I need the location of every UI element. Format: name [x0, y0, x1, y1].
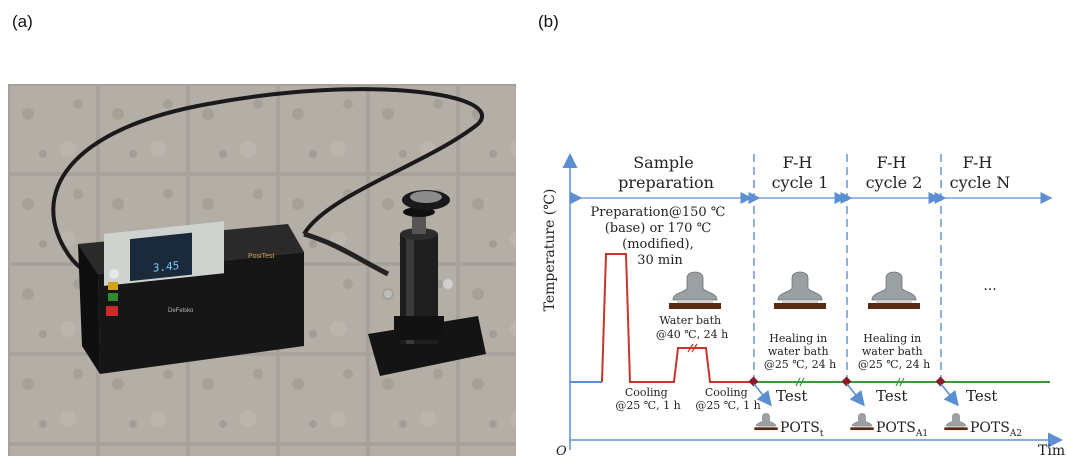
- device-brand-text: PosiTest: [248, 253, 275, 260]
- continuation-ellipsis: ...: [983, 278, 996, 294]
- test-arrow: [940, 383, 959, 407]
- tester-device: 3.45 PosiTest DeFelsko: [78, 221, 304, 374]
- actuator-assembly: [368, 190, 486, 376]
- preparation-note: Preparation@150 ℃ (base) or 170 ℃ (modif…: [591, 205, 730, 268]
- pots-label: POTSt: [780, 420, 824, 439]
- preparation-temperature-line: [601, 253, 750, 383]
- pots-label: POTSA2: [970, 420, 1022, 439]
- device-button: [108, 282, 118, 290]
- stub-icon-small: [944, 413, 968, 431]
- stub-icon: [668, 271, 722, 310]
- stub-icon: [773, 271, 827, 310]
- stub-icon-small: [850, 413, 874, 431]
- test-label: Test: [966, 387, 997, 405]
- test-point-marker: [935, 376, 946, 387]
- panel-label-b: (b): [538, 12, 559, 31]
- test-arrow: [846, 383, 865, 407]
- power-button: [106, 306, 118, 316]
- stub-icon-small: [754, 413, 778, 431]
- y-axis-label: Temperature (℃): [542, 189, 558, 312]
- test-label: Test: [776, 387, 807, 405]
- healing-note: Healing in water bath @25 ℃, 24 h: [858, 332, 930, 371]
- healing-note: Healing in water bath @25 ℃, 24 h: [764, 332, 836, 371]
- device-button: [108, 293, 118, 301]
- test-point-marker: [748, 376, 759, 387]
- panel-label-a: (a): [12, 12, 33, 31]
- stage-heading: Sample preparation: [618, 153, 714, 192]
- pots-label: POTSA1: [876, 420, 928, 439]
- stage-heading: F-H cycle 1: [772, 153, 829, 192]
- x-axis-label: Time: [1038, 443, 1066, 456]
- pull-off-tester-photo: 3.45 PosiTest DeFelsko: [8, 84, 516, 456]
- device-screen-value: 3.45: [153, 259, 179, 275]
- origin-label: O: [556, 444, 567, 456]
- stage-heading: F-H cycle N: [950, 153, 1011, 192]
- gauge-cable: [51, 87, 484, 285]
- cooling-note: Cooling @25 ℃, 1 h: [615, 386, 680, 412]
- stage-heading: F-H cycle 2: [866, 153, 923, 192]
- device-button: [109, 269, 119, 279]
- water-bath-note: Water bath @40 ℃, 24 h: [656, 314, 728, 341]
- stub-icon: [867, 271, 921, 310]
- cooling-note: Cooling @25 ℃, 1 h: [695, 386, 760, 412]
- test-arrow: [753, 383, 772, 407]
- test-label: Test: [876, 387, 907, 405]
- test-point-marker: [841, 376, 852, 387]
- device-label-text: DeFelsko: [168, 308, 194, 314]
- freeze-heal-cycle-diagram: Temperature (℃) Time O Sample preparatio…: [542, 153, 1066, 456]
